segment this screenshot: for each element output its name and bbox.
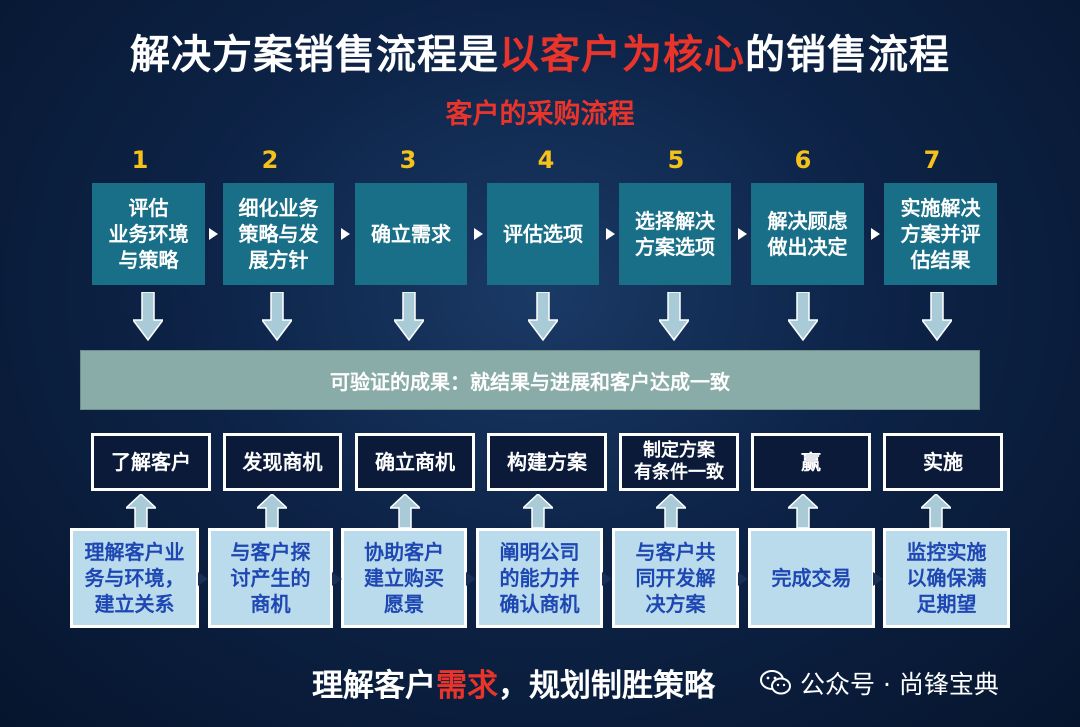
action-box-4: 阐明公司 的能力并 确认商机 bbox=[476, 528, 603, 628]
up-arrow-icon bbox=[921, 494, 951, 528]
action-label-3: 协助客户 建立购买 愿景 bbox=[364, 540, 444, 616]
step-label-2: 细化业务 策略与发 展方针 bbox=[238, 196, 319, 272]
step-number-3: 3 bbox=[399, 146, 417, 174]
bottom-highlight: 需求 bbox=[436, 668, 498, 704]
action-box-3: 协助客户 建立购买 愿景 bbox=[341, 528, 467, 628]
step-number-1: 1 bbox=[131, 146, 149, 174]
up-arrow-icon bbox=[656, 494, 686, 528]
down-arrow-icon bbox=[788, 292, 818, 342]
down-arrow-icon bbox=[394, 292, 424, 342]
bottom-part2: ，规划制胜策略 bbox=[498, 668, 715, 704]
right-arrow-icon bbox=[474, 228, 483, 240]
up-arrow-icon bbox=[788, 494, 818, 528]
wechat-icon bbox=[760, 670, 791, 695]
action-label-5: 与客户共 同开发解 决方案 bbox=[635, 540, 716, 616]
action-label-2: 与客户探 讨产生的 商机 bbox=[230, 540, 311, 616]
down-arrow-icon bbox=[922, 292, 952, 342]
watermark-text: 公众号 · 尚锋宝典 bbox=[800, 670, 999, 699]
right-arrow-icon bbox=[209, 228, 218, 240]
stage-box-1: 了解客户 bbox=[91, 433, 211, 491]
right-arrow-icon bbox=[602, 572, 612, 586]
up-arrow-icon bbox=[390, 494, 420, 528]
action-label-7: 监控实施 以确保满 足期望 bbox=[906, 540, 987, 616]
action-box-6: 完成交易 bbox=[748, 528, 875, 628]
down-arrow-icon bbox=[659, 292, 689, 342]
title-highlight: 以客户为核心 bbox=[499, 32, 745, 78]
step-label-1: 评估 业务环境 与策略 bbox=[108, 196, 189, 272]
step-label-3: 确立需求 bbox=[371, 222, 451, 246]
step-number-6: 6 bbox=[794, 146, 812, 174]
watermark: 公众号 · 尚锋宝典 bbox=[760, 665, 999, 701]
step-box-2: 细化业务 策略与发 展方针 bbox=[223, 183, 334, 285]
right-arrow-icon bbox=[738, 228, 747, 240]
right-arrow-icon bbox=[871, 228, 880, 240]
step-box-5: 选择解决 方案选项 bbox=[619, 183, 731, 285]
action-label-1: 理解客户业 务与环境， 建立关系 bbox=[84, 540, 185, 616]
up-arrow-icon bbox=[257, 494, 287, 528]
up-arrow-icon bbox=[126, 494, 156, 528]
step-box-3: 确立需求 bbox=[355, 183, 467, 285]
bottom-caption: 理解客户需求，规划制胜策略 bbox=[312, 660, 715, 705]
step-label-4: 评估选项 bbox=[503, 222, 583, 246]
step-number-5: 5 bbox=[667, 146, 685, 174]
step-number-7: 7 bbox=[923, 146, 941, 174]
step-box-4: 评估选项 bbox=[487, 183, 599, 285]
step-number-4: 4 bbox=[537, 146, 555, 174]
action-label-4: 阐明公司 的能力并 确认商机 bbox=[499, 540, 580, 616]
right-arrow-icon bbox=[466, 572, 476, 586]
action-box-5: 与客户共 同开发解 决方案 bbox=[612, 528, 739, 628]
stage-box-2: 发现商机 bbox=[223, 433, 342, 491]
down-arrow-icon bbox=[528, 292, 558, 342]
verifiable-outcome-banner: 可验证的成果：就结果与进展和客户达成一致 bbox=[80, 350, 980, 410]
right-arrow-icon bbox=[873, 572, 883, 586]
action-label-6: 完成交易 bbox=[771, 566, 852, 590]
right-arrow-icon bbox=[738, 572, 748, 586]
stage-box-3: 确立商机 bbox=[355, 433, 475, 491]
action-box-7: 监控实施 以确保满 足期望 bbox=[883, 528, 1010, 628]
step-box-6: 解决顾虑 做出决定 bbox=[751, 183, 864, 285]
right-arrow-icon bbox=[332, 572, 342, 586]
down-arrow-icon bbox=[133, 292, 163, 342]
page-title: 解决方案销售流程是以客户为核心的销售流程 bbox=[0, 22, 1080, 80]
step-box-1: 评估 业务环境 与策略 bbox=[92, 183, 205, 285]
step-number-2: 2 bbox=[261, 146, 279, 174]
stage-box-6: 赢 bbox=[751, 433, 871, 491]
step-label-7: 实施解决 方案并评 估结果 bbox=[900, 196, 981, 272]
action-box-1: 理解客户业 务与环境， 建立关系 bbox=[70, 528, 199, 628]
right-arrow-icon bbox=[198, 572, 208, 586]
up-arrow-icon bbox=[523, 494, 553, 528]
title-part1: 解决方案销售流程是 bbox=[130, 32, 499, 78]
stage-box-4: 构建方案 bbox=[487, 433, 607, 491]
bottom-part1: 理解客户 bbox=[312, 668, 436, 704]
stage-box-7: 实施 bbox=[883, 433, 1003, 491]
subtitle: 客户的采购流程 bbox=[445, 99, 635, 130]
right-arrow-icon bbox=[606, 228, 615, 240]
step-box-7: 实施解决 方案并评 估结果 bbox=[884, 183, 997, 285]
step-label-5: 选择解决 方案选项 bbox=[635, 209, 715, 259]
down-arrow-icon bbox=[262, 292, 292, 342]
stage-box-5: 制定方案 有条件一致 bbox=[619, 433, 739, 491]
title-part2: 的销售流程 bbox=[745, 32, 950, 78]
action-box-2: 与客户探 讨产生的 商机 bbox=[208, 528, 333, 628]
right-arrow-icon bbox=[341, 228, 350, 240]
step-label-6: 解决顾虑 做出决定 bbox=[767, 209, 848, 259]
